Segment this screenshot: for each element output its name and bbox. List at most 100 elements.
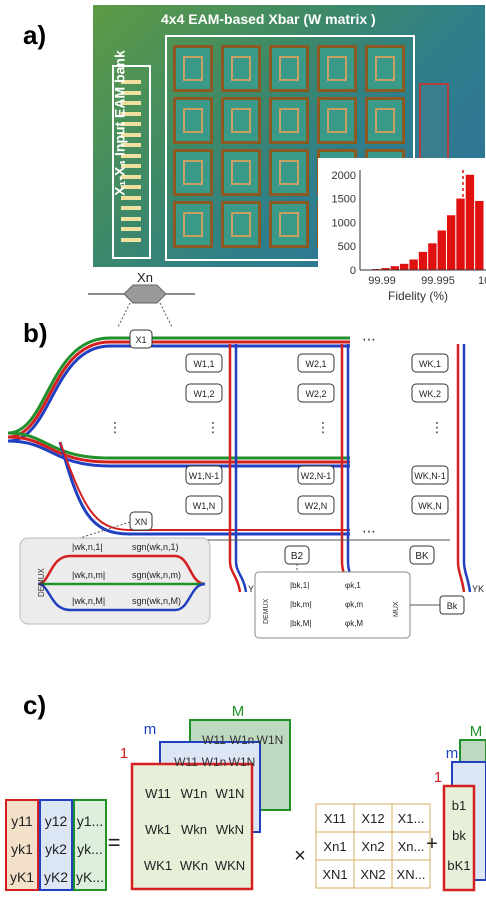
weight-label: W2,1	[305, 359, 326, 369]
x-cell: XN2	[360, 867, 385, 882]
bias-inset-box	[254, 571, 411, 639]
y-column	[39, 799, 73, 891]
histogram-ytick: 1000	[332, 217, 356, 229]
x-cell-box	[353, 803, 393, 833]
panel-label-b: b)	[23, 318, 48, 348]
zoom-line-right	[159, 302, 173, 328]
histogram-bar	[381, 268, 390, 270]
weight-inset-mag-m: |wk,n,m|	[72, 570, 105, 580]
xbar-cell	[221, 97, 261, 144]
xn-top-label: Xn	[137, 272, 153, 285]
xbar-cell	[173, 97, 213, 144]
weight-label: WK,2	[419, 389, 441, 399]
weight-inset-demux: DEMUX	[37, 567, 46, 597]
y-cell: yk1	[11, 841, 33, 857]
eam-modulator	[121, 80, 141, 84]
xbar-cell	[173, 45, 213, 92]
hdots-bottom: ⋯	[362, 524, 376, 540]
input-bundle-blue-2	[7, 439, 350, 468]
w-cell: W1N	[216, 786, 245, 801]
vdots-right: ⋮	[430, 420, 444, 436]
b-cell: bK1	[447, 858, 470, 873]
weight-label: W1,N	[193, 501, 216, 511]
bias-inset-b1: |bk,1|	[290, 581, 309, 590]
histogram-xtick-2: 99.995	[421, 275, 455, 287]
xn-modulator	[123, 284, 167, 304]
w-mid-cell: W1n	[202, 755, 227, 769]
w-back-cell: W11	[202, 733, 226, 747]
vdots-left: ⋮	[108, 420, 122, 436]
x-cell: Xn2	[361, 839, 384, 854]
xbar-cell	[173, 201, 213, 248]
output-y1: Y1	[248, 584, 259, 594]
input-eam-bank-box	[112, 65, 151, 259]
histogram-ytick: 2000	[332, 170, 356, 182]
weight-box	[297, 383, 335, 403]
input-eam-bank-label: X₁-X₄ Input EAM bank	[111, 50, 128, 196]
x-cell: XN1	[322, 867, 347, 882]
xbar-cell	[221, 149, 261, 196]
bias-inset-phase-1: φk,1	[345, 581, 361, 590]
x-cell: X12	[361, 811, 384, 826]
histogram-ytick: 1500	[332, 194, 356, 206]
weight-label: WK,N	[418, 501, 442, 511]
bias-inset-out-label: Bk	[447, 601, 458, 611]
y-cell: y11	[11, 813, 33, 829]
matrix-equation: y11yk1yK1y12yk2yK2y1...yk...yK...=Mm1W11…	[5, 703, 486, 892]
weight-inset-mag-M: |wk,n,M|	[72, 596, 105, 606]
xbar-cell	[269, 201, 309, 248]
xN-label: XN	[135, 517, 148, 527]
plus-sign: +	[426, 833, 438, 855]
xbar-cell	[365, 97, 405, 144]
histogram-xtick-3: 100	[478, 275, 486, 287]
weight-inset-sgn-M: sgn(wk,n,M)	[132, 596, 181, 606]
xbar-cell	[173, 149, 213, 196]
w-mid-cell: W1N	[229, 755, 256, 769]
chip-title: 4x4 EAM-based Xbar (W matrix )	[161, 11, 376, 27]
y-column	[73, 799, 107, 891]
bias-inset-phase-m: φk,m	[345, 600, 363, 609]
weight-box	[411, 495, 449, 515]
w-cell: WkN	[216, 822, 244, 837]
weight-box	[411, 353, 449, 373]
weight-label: W2,N	[305, 501, 328, 511]
eam-modulator	[121, 206, 141, 210]
eam-modulator	[121, 237, 141, 242]
w-cell: Wkn	[181, 822, 207, 837]
weight-box	[185, 353, 223, 373]
xbar-cell	[365, 45, 405, 92]
x-cell-box	[353, 859, 393, 889]
weight-inset-mag-1: |wk,n,1|	[72, 542, 103, 552]
input-bundle-lower-red	[59, 441, 350, 531]
w-cell: W1n	[181, 786, 208, 801]
weight-label: W1,1	[193, 359, 214, 369]
histogram-ytick: 500	[338, 241, 356, 253]
layer-label-M: M	[232, 703, 245, 720]
histogram-ytick: 0	[350, 265, 356, 277]
eam-modulator	[121, 227, 141, 231]
y-column	[5, 799, 39, 891]
input-bundle-green	[7, 336, 350, 435]
layer-label-1: 1	[120, 745, 128, 762]
x-cell-box	[391, 859, 431, 889]
weight-label: W2,2	[305, 389, 326, 399]
weight-inset-red	[37, 554, 206, 586]
y-cell: y1...	[77, 813, 103, 829]
x1-label: X1	[135, 335, 146, 345]
histogram-bar	[437, 230, 446, 270]
histogram-bar	[390, 266, 400, 270]
xbar-cell	[269, 45, 309, 92]
x-cell-box	[353, 831, 393, 861]
bias-inset-demux: DEMUX	[263, 598, 270, 624]
x-cell: Xn1	[323, 839, 346, 854]
column2-trunk-blue	[346, 344, 356, 593]
weight-label: WK,N-1	[414, 471, 446, 481]
histogram-bar	[456, 198, 465, 270]
histogram-xtick-1: 99.99	[368, 275, 396, 287]
eam-modulator	[121, 195, 141, 200]
w-back-cell: W1n	[230, 733, 255, 747]
xbar-cell	[221, 201, 261, 248]
y-cell: yK...	[76, 869, 104, 885]
w-cell: WKn	[180, 858, 208, 873]
eam-modulator	[121, 132, 141, 137]
